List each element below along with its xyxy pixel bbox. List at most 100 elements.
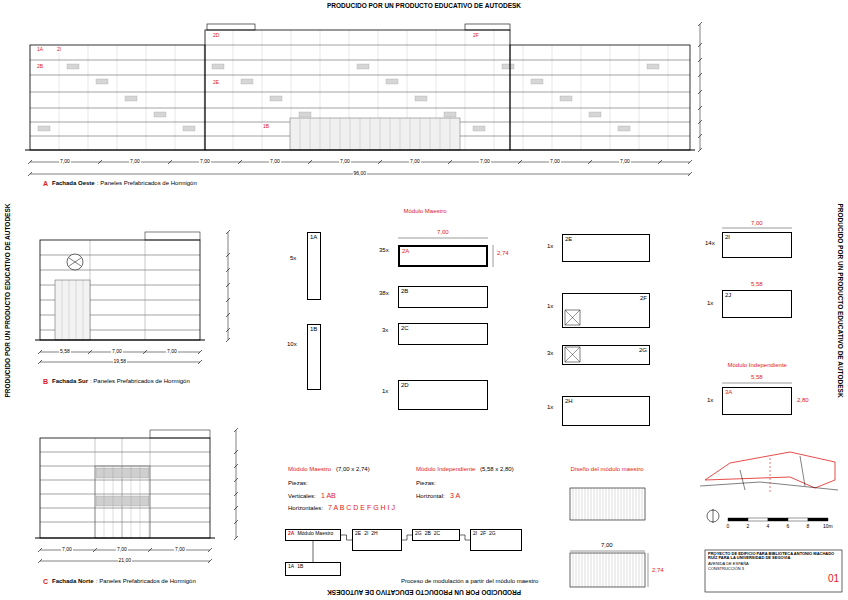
hatch-line [606,488,607,520]
hatch-line [573,488,574,520]
dimension-tick [38,548,42,552]
annotation: 2,74 [496,250,510,257]
view-caption: : Paneles Prefabricados de Hormigón [89,378,191,385]
dimension-tick [226,268,230,272]
mullion [320,118,321,150]
piece-code: 2C [434,531,440,537]
dimension-tick [208,559,212,563]
annotation: 2,80 [796,397,810,404]
bay-line [668,45,669,150]
panel-piece: 2A [398,245,488,267]
piece-code: 2B [425,531,431,537]
entrance [55,280,90,340]
annotation: 1x [546,404,554,411]
mullion [350,118,351,150]
window [212,64,224,69]
annotation: Proceso de modulación a partir del módul… [400,578,539,585]
dimension-tick [198,350,202,354]
ground-line [35,537,215,538]
mullion [76,280,77,340]
facade-south [35,230,230,364]
opening-cross [565,347,580,362]
modulation-connector [341,535,352,540]
annotation: 7,00 [549,159,561,165]
window [444,112,456,117]
dimension-tick [148,548,152,552]
mullion [400,118,401,150]
piece-code: 2I [364,531,368,537]
annotation: 3 A [449,492,461,500]
piece-code: 2G [489,531,496,537]
floor-line [40,494,210,495]
annotation: 1A [36,47,44,53]
mullion [140,466,141,538]
view-caption: A [42,180,49,188]
annotation: (5,58 x 2,80) [479,466,515,473]
piece-code: 2E [355,531,361,537]
annotation: (7,00 x 2,74) [335,466,371,473]
hatch-line [618,553,619,587]
annotation: 7,00 [409,159,421,165]
emblem-line [69,258,81,266]
facade-outline [30,45,205,150]
dimension-tick [208,548,212,552]
dimension-tick [226,253,230,257]
dimension-tick [698,120,702,124]
annotation: 1x [381,388,389,395]
window [96,79,108,84]
modulation-box: 2I2F2G [470,529,522,551]
panel-piece: 2I [722,232,792,258]
hatch-line [603,553,604,587]
dimension-tick [234,536,238,540]
hatch-line [612,488,613,520]
annotation: 7,00 [436,229,450,236]
dimension-tick [234,464,238,468]
annotation: 0 [726,524,731,530]
piece-code: 2B [401,288,408,295]
floor-line [40,452,210,453]
facade-outline [205,30,510,150]
annotation: Piezas: [287,480,309,487]
annotation: 5,58 [750,281,764,288]
dimension-line [648,553,649,587]
annotation: 7 A B C D E F G H I J [327,504,396,512]
panel-piece: 2F [562,293,650,328]
hatch-line [588,553,589,587]
piece-code: 2F [640,295,647,302]
mullion [122,466,123,538]
emblem-line [69,258,81,266]
title-text: AVENIDA DE ESPAÑA [708,562,839,566]
panel-piece: 1A [307,232,321,300]
annotation: 1x [706,300,714,307]
title-text: PROYECTO DE EDIFICIO PARA BIBLIOTECA ANT… [708,552,839,561]
hatch-line [609,553,610,587]
north-arrow [713,509,714,523]
floor-line [40,270,200,271]
floor-line [30,75,690,76]
piece-code: 1B [310,326,317,333]
panel-piece: 2H [562,396,650,426]
dimension-line [570,551,645,552]
opening-box [565,347,580,362]
piece-code: 2G [639,347,647,354]
hatch-line [615,488,616,520]
dimension-tick [28,160,32,164]
dimension-tick [234,450,238,454]
annotation: 7,00 [116,547,128,553]
hatch-line [579,488,580,520]
hatch-line [594,553,595,587]
bay-line [88,45,89,150]
annotation: Piezas: [415,480,437,487]
ground-line [35,339,205,340]
hatch-line [591,553,592,587]
panel-piece: 2J [722,290,792,318]
scale-bar [768,518,788,521]
panel-piece: 2C [398,323,488,345]
piece-code: 1B [297,564,303,570]
modulation-connector [402,535,412,540]
annotation: 3x [546,350,554,357]
modulation-connector [313,541,314,562]
bay-line [233,30,234,150]
